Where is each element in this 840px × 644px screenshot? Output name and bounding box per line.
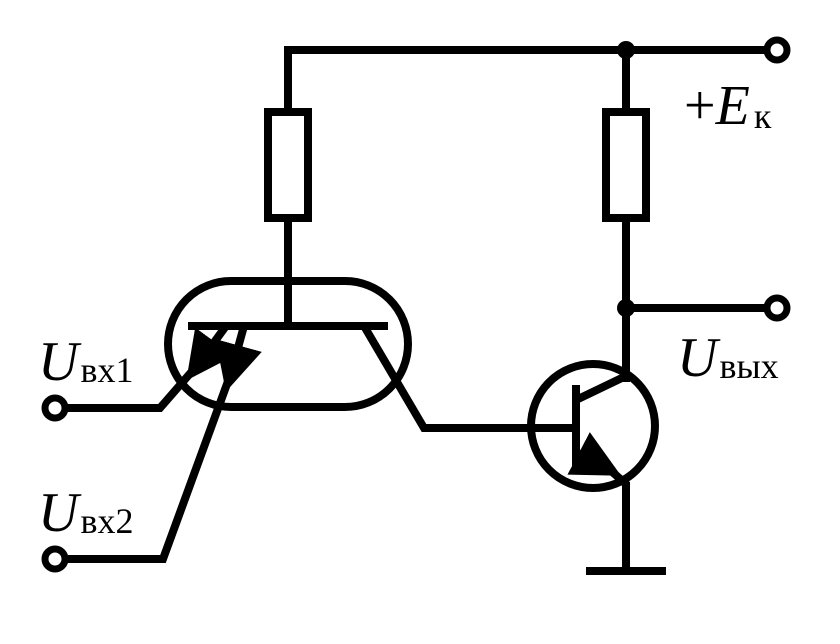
resistor-r1 <box>264 108 312 222</box>
output-transistor-emitter <box>567 432 622 476</box>
input1-terminal[interactable] <box>41 394 69 422</box>
output-transistor-collector <box>574 372 628 404</box>
multi-emitter-transistor-envelope <box>164 277 412 411</box>
output-transistor-envelope <box>527 360 659 492</box>
emitter-ground-wire <box>607 466 630 571</box>
output-terminal[interactable] <box>763 294 791 322</box>
input1-wire <box>55 366 198 412</box>
input2-wire <box>55 371 235 563</box>
input2-label: Uвх2 <box>38 482 133 544</box>
emitter-1 <box>186 323 234 381</box>
input1-label: Uвх1 <box>38 331 133 393</box>
input2-terminal[interactable] <box>41 545 69 573</box>
output-label: Uвых <box>677 327 779 389</box>
supply-terminal[interactable] <box>763 36 791 64</box>
collector-lead <box>360 323 575 432</box>
resistor-r2 <box>602 108 650 222</box>
